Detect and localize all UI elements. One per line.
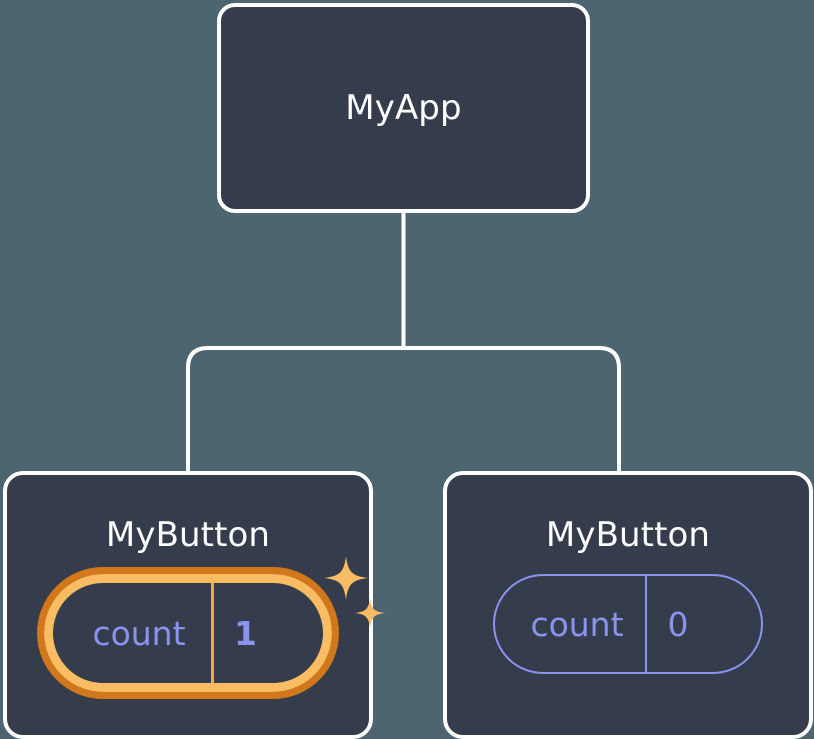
node-myapp[interactable]: MyApp <box>217 3 590 213</box>
state-value-left: 1 <box>211 583 291 683</box>
state-pill-highlighted[interactable]: count 1 <box>37 567 339 699</box>
state-value-right: 0 <box>645 576 723 672</box>
node-mybutton-right-label: MyButton <box>545 515 711 555</box>
sparkle-icon-large <box>324 556 368 600</box>
state-pill-plain[interactable]: count 0 <box>493 574 763 674</box>
state-key-left: count <box>92 613 186 653</box>
node-mybutton-left-label: MyButton <box>105 515 271 555</box>
node-mybutton-right[interactable]: MyButton count 0 <box>443 471 813 739</box>
state-pill-wrapper-left: count 1 <box>37 556 385 699</box>
sparkle-icon-small <box>355 598 385 628</box>
sparkle-icon-group <box>324 556 385 628</box>
node-mybutton-left[interactable]: MyButton count 1 <box>3 471 385 739</box>
edge-rail-to-children <box>186 346 621 471</box>
state-pill-wrapper-right: count 0 <box>493 574 763 674</box>
node-myapp-label: MyApp <box>345 88 462 128</box>
state-key-right: count <box>530 604 624 644</box>
